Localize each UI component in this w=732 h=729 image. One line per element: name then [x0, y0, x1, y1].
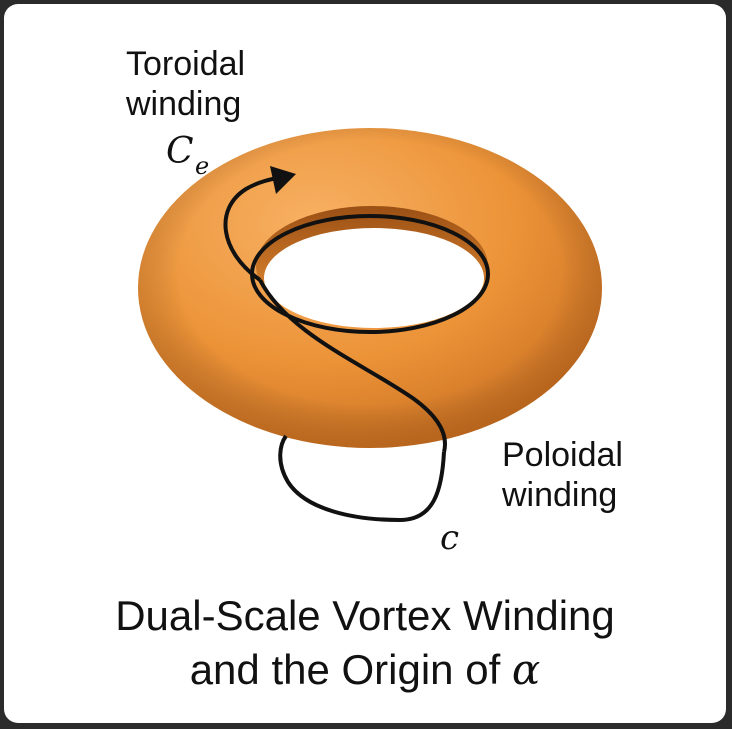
title-line2: and the Origin of α: [4, 644, 726, 696]
toroidal-winding-arrow: [223, 174, 289, 282]
torus-hole: [264, 228, 484, 328]
title-line2-text: and the Origin of: [189, 646, 512, 693]
arrowhead-icon: [270, 166, 296, 194]
title-line1: Dual-Scale Vortex Winding: [115, 592, 615, 639]
poloidal-winding-loop: [278, 434, 446, 523]
toroidal-label-line1: Toroidal: [126, 45, 246, 83]
torus-diagram: [138, 128, 602, 523]
poloidal-winding-front: [258, 279, 447, 453]
alpha-symbol: α: [511, 645, 541, 694]
toroidal-symbol: C: [166, 131, 194, 172]
diagram-card: Toroidal winding C e Poloidal winding c …: [4, 4, 726, 723]
poloidal-label-line1: Poloidal: [502, 436, 623, 474]
poloidal-label-line2: winding: [502, 476, 618, 514]
toroidal-symbol-subscript: e: [195, 152, 210, 180]
toroidal-label-line2: winding: [126, 85, 242, 123]
poloidal-symbol: c: [440, 518, 460, 558]
